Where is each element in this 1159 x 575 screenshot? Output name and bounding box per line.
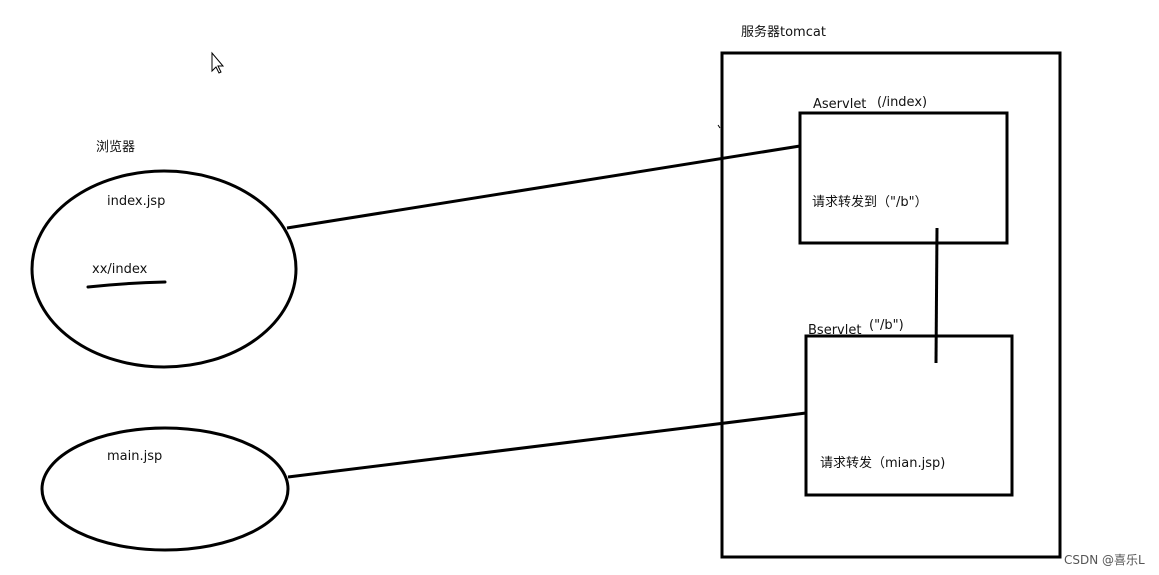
aservlet-label: Aservlet: [813, 97, 867, 112]
aservlet-to-bservlet-line: [934, 227, 939, 364]
aservlet-box: [798, 111, 1009, 245]
bservlet-path-label: ("/b"): [869, 318, 904, 333]
forward-to-b-label: 请求转发到（"/b"）: [812, 195, 928, 210]
bservlet-box: [804, 334, 1014, 497]
server-tomcat-box: [720, 51, 1062, 559]
main-jsp-to-bservlet-line: [287, 411, 807, 479]
main-jsp-ellipse: [40, 426, 290, 552]
xx-index-label: xx/index: [92, 262, 148, 277]
forward-main-label: 请求转发（mian.jsp): [820, 456, 946, 471]
cursor-icon: [211, 51, 225, 74]
index-jsp-label: index.jsp: [107, 194, 166, 209]
browser-to-aservlet-line: [286, 144, 801, 230]
xx-index-underline: [86, 280, 167, 289]
browser-index-ellipse: [30, 169, 298, 369]
aservlet-path-label: (/index): [877, 95, 928, 110]
bservlet-label: Bservlet: [808, 323, 862, 338]
main-jsp-label: main.jsp: [107, 449, 163, 464]
browser-label: 浏览器: [96, 140, 136, 155]
server-tomcat-label: 服务器tomcat: [741, 25, 826, 40]
stray-mark: [717, 124, 721, 129]
watermark: CSDN @喜乐L: [1064, 553, 1145, 567]
